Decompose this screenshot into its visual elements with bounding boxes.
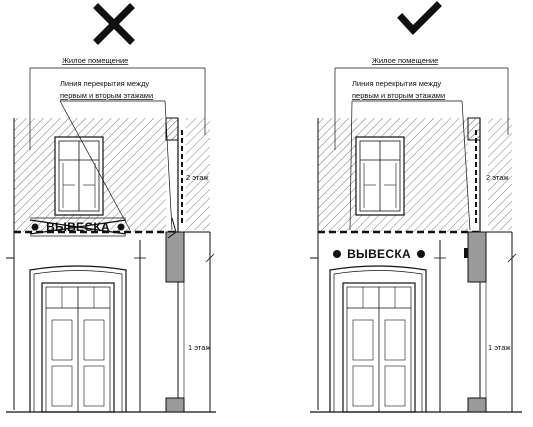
entrance-portal	[329, 265, 427, 413]
sign-crossed: ВЫВЕСКА	[29, 217, 127, 237]
sign: ВЫВЕСКА	[333, 247, 425, 261]
upper-window	[54, 136, 104, 216]
slab-line-label-2: первым и вторым этажами	[60, 91, 153, 100]
slab-line-label-1: Линия перекрытия между	[352, 79, 441, 88]
checkmark-icon	[397, 1, 442, 36]
cross-icon	[93, 3, 135, 45]
right-panel: ВЫВЕСКА	[310, 1, 522, 413]
slab-line-label-1: Линия перекрытия между	[60, 79, 149, 88]
living-space-label: Жилое помещение	[62, 56, 128, 65]
floor-2-label: 2 этаж	[186, 173, 208, 182]
floor-1-label: 1 этаж	[488, 343, 510, 352]
wall-section	[464, 117, 517, 413]
slab-line-label-2: первым и вторым этажами	[352, 91, 445, 100]
entrance-portal	[29, 265, 127, 413]
floor-1-label: 1 этаж	[188, 343, 210, 352]
floor-2-label: 2 этаж	[486, 173, 508, 182]
sign-text: ВЫВЕСКА	[347, 247, 411, 261]
living-space-label: Жилое помещение	[372, 56, 438, 65]
left-panel: ВЫВЕСКА	[6, 3, 216, 413]
wall-section	[165, 117, 215, 413]
upper-window	[355, 136, 405, 216]
